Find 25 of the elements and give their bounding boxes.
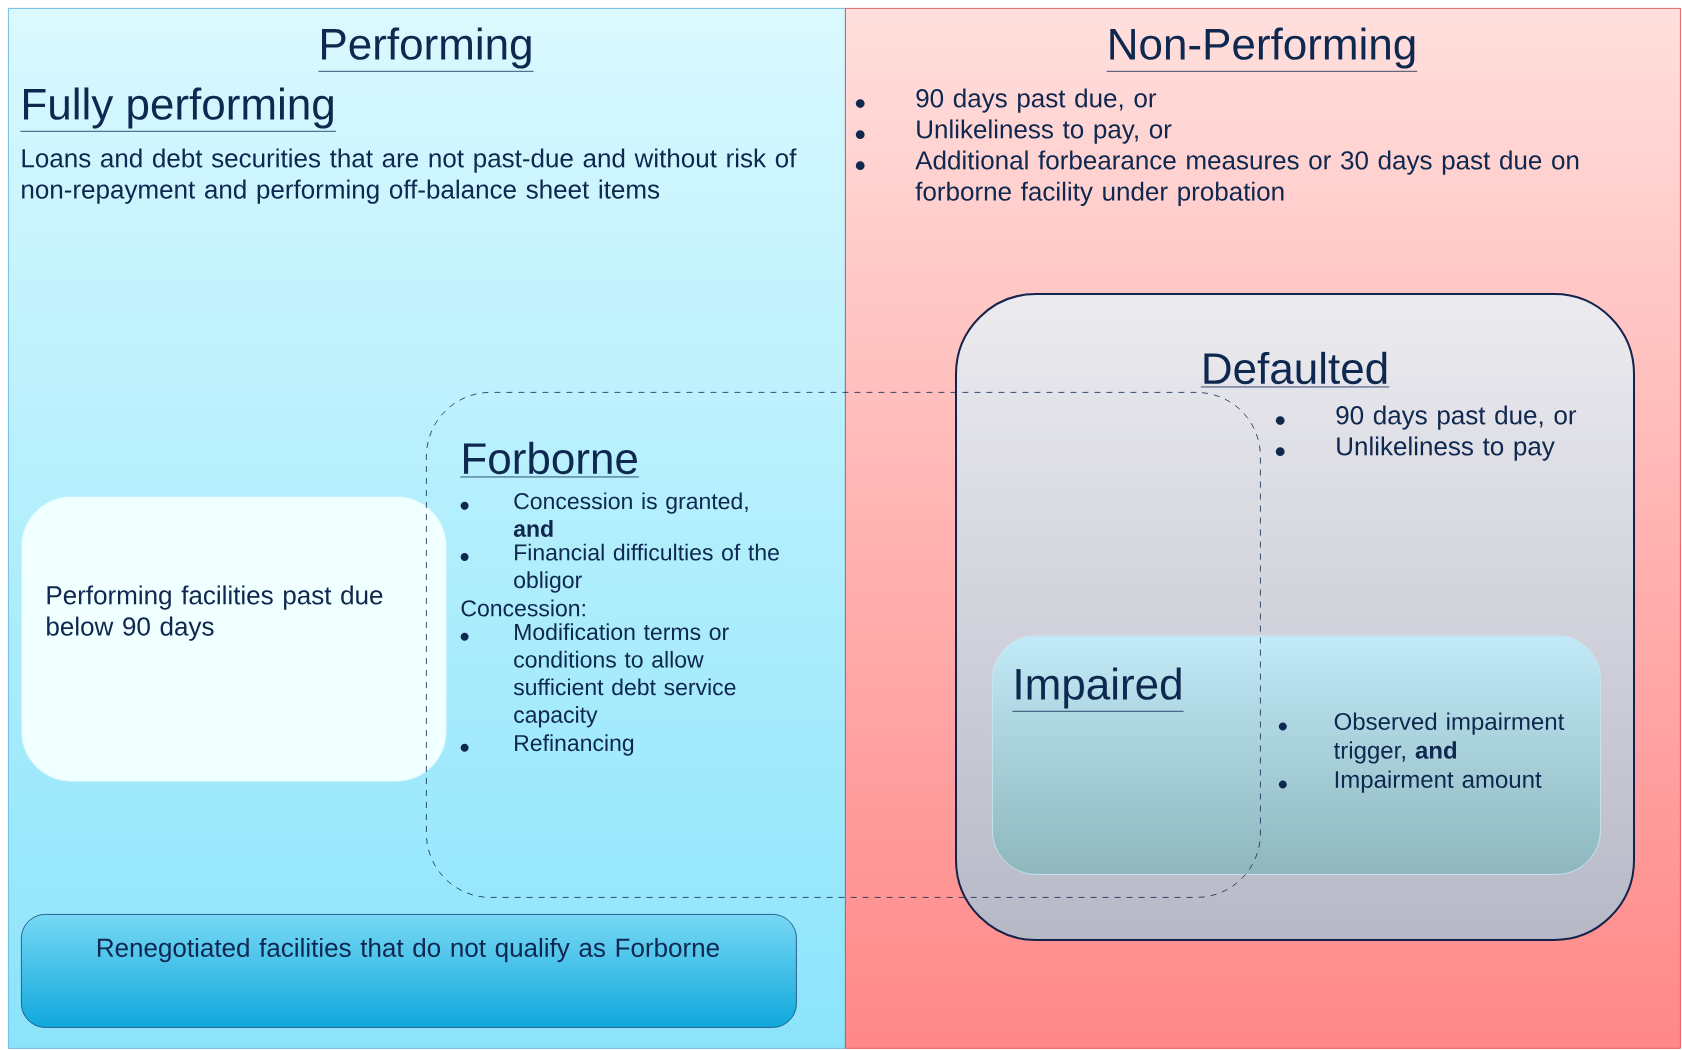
body-text: Renegotiated facilities that do not qualify as Forborne bbox=[97, 937, 719, 963]
bullet-item: 90 days past due, or bbox=[855, 88, 1157, 113]
heading: Performing bbox=[318, 27, 534, 72]
heading: Defaulted bbox=[1200, 351, 1390, 388]
heading: Fully performing bbox=[20, 87, 337, 132]
impaired-box bbox=[992, 635, 1601, 875]
list-label: Concession: bbox=[461, 599, 585, 617]
body-text: Loans and debt securities that are not past-due and without risk of non-repayment and performing off-balance sheet items bbox=[22, 148, 797, 204]
bullet-item: Refinancing bbox=[460, 734, 634, 756]
bullet-item: Additional forbearance measures or 30 days past due on forborne facility under probation bbox=[855, 150, 1579, 206]
bullet-item: Financial difficulties of the obligor bbox=[460, 543, 779, 593]
bullet-item: Unlikeliness to pay, or bbox=[855, 119, 1172, 144]
forborne-box bbox=[426, 392, 1261, 898]
body-text: Performing facilities past due below 90 days bbox=[47, 585, 383, 641]
bullet-item: Observed impairment trigger, and bbox=[1278, 712, 1565, 764]
bullet-item: Impairment amount bbox=[1278, 770, 1542, 793]
bullet-item: Concession is granted, and bbox=[460, 492, 748, 537]
heading: Forborne bbox=[460, 441, 640, 478]
bullet-item: 90 days past due, or bbox=[1275, 405, 1577, 430]
bullet-item: Modification terms or conditions to allow sufficient debt service capacity bbox=[460, 623, 736, 728]
heading: Non-Performing bbox=[1106, 27, 1418, 72]
facility-box bbox=[21, 496, 447, 782]
renegotiated-box bbox=[21, 914, 797, 1028]
bullet-item: Unlikeliness to pay bbox=[1275, 436, 1555, 461]
heading: Impaired bbox=[1012, 667, 1184, 712]
